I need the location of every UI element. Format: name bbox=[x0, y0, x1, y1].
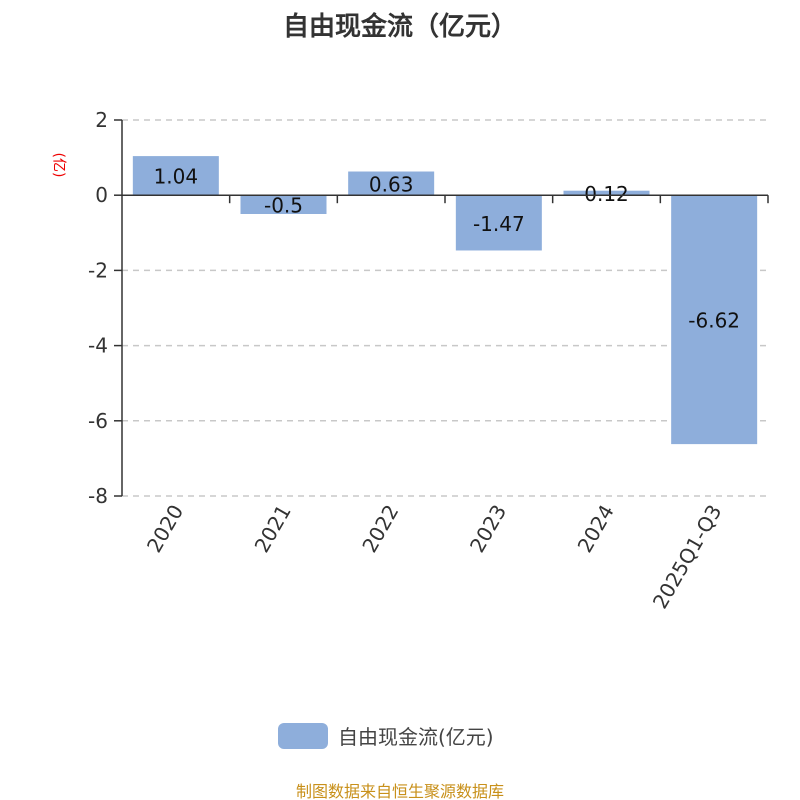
bar-2021 bbox=[240, 195, 327, 214]
data-label: 0.63 bbox=[369, 172, 414, 196]
data-label: 0.12 bbox=[584, 182, 629, 206]
y-tick-label: -4 bbox=[88, 334, 108, 358]
x-tick-label: 2020 bbox=[142, 501, 188, 557]
y-tick-label: 0 bbox=[95, 183, 108, 207]
source-note: 制图数据来自恒生聚源数据库 bbox=[295, 782, 504, 800]
y-tick-label: -6 bbox=[88, 409, 108, 433]
x-tick-label: 2021 bbox=[250, 501, 296, 557]
data-label: -0.5 bbox=[264, 194, 303, 218]
bar-2025Q1-Q3 bbox=[671, 195, 758, 445]
bar-2023 bbox=[455, 195, 542, 251]
data-label: -6.62 bbox=[688, 309, 740, 333]
x-tick-label: 2022 bbox=[357, 501, 403, 557]
legend-label: 自由现金流(亿元) bbox=[338, 725, 494, 749]
y-tick-label: -8 bbox=[88, 484, 108, 508]
x-tick-label: 2025Q1-Q3 bbox=[648, 501, 727, 613]
bar-2020 bbox=[132, 156, 219, 196]
x-tick-label: 2024 bbox=[573, 501, 619, 557]
y-tick-label: 2 bbox=[95, 108, 108, 132]
bar-2022 bbox=[348, 171, 435, 196]
y-tick-label: -2 bbox=[88, 258, 108, 282]
legend-swatch bbox=[278, 722, 328, 749]
chart-title: 自由现金流（亿元） bbox=[282, 12, 517, 42]
x-tick-label: 2023 bbox=[465, 501, 511, 557]
data-label: -1.47 bbox=[473, 212, 525, 236]
legend[interactable]: 自由现金流(亿元) bbox=[278, 721, 494, 750]
data-label: 1.04 bbox=[154, 165, 199, 189]
bar-2024 bbox=[563, 190, 650, 196]
